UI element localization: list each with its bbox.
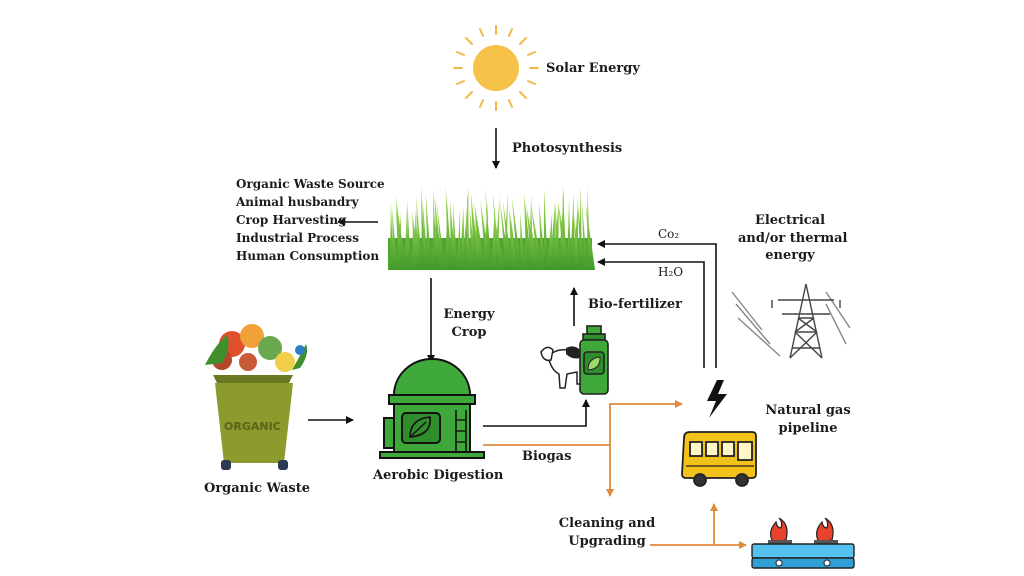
arrow-co2-return — [597, 240, 717, 368]
grass-blade — [528, 212, 539, 270]
grass-blade — [404, 207, 408, 270]
cleaning-line-1: Cleaning and — [558, 516, 656, 531]
biogas-label: Biogas — [522, 449, 572, 464]
organic-waste-label: Organic Waste — [204, 481, 311, 496]
grass-blade — [474, 201, 486, 270]
source-item: Industrial Process — [236, 231, 359, 245]
grass-blade — [452, 201, 458, 270]
grass-blade — [445, 186, 453, 270]
grass-blade — [585, 203, 596, 270]
grass-blade — [576, 194, 586, 270]
bio-fertilizer-label: Bio-fertilizer — [588, 297, 683, 312]
grass-icon — [388, 185, 596, 270]
grass-blade — [510, 210, 518, 270]
grass-blade — [491, 210, 497, 270]
grass-blade — [566, 198, 572, 270]
grass-blade — [511, 196, 522, 270]
natural-gas-line-2: pipeline — [778, 420, 838, 436]
organic-waste-sources-list: Organic Waste Source Animal husbandry Cr… — [236, 175, 385, 265]
grass-blade — [539, 201, 546, 270]
source-item: Human Consumption — [236, 249, 380, 263]
grass-blade — [520, 211, 525, 270]
arrow-biogas-to-energy — [609, 400, 683, 445]
source-item: Organic Waste Source — [236, 177, 385, 191]
grass-blade — [390, 200, 394, 270]
grass-blade — [480, 200, 492, 270]
grass-blade — [392, 207, 398, 270]
grass-blade — [485, 188, 492, 270]
grass-blade — [407, 198, 411, 270]
electrical-line-2: and/or thermal — [738, 230, 848, 246]
grass-blade — [499, 200, 510, 270]
arrow-h2o-return — [597, 258, 705, 368]
photosynthesis-label: Photosynthesis — [512, 141, 623, 156]
h2o-label: H₂O — [658, 265, 684, 279]
grass-blade — [415, 194, 423, 270]
source-item: Animal husbandry — [236, 195, 359, 209]
grass-blade — [493, 212, 505, 270]
gas-stove-icon — [751, 517, 855, 569]
power-tower-icon — [731, 283, 851, 359]
arrow-digester-to-fertilizer — [483, 399, 590, 427]
digester-icon — [379, 358, 485, 459]
bus-icon — [681, 431, 757, 487]
grass-blade — [469, 208, 477, 270]
grass-blade — [526, 204, 538, 270]
cleaning-upgrading-label: Cleaning and Upgrading — [558, 515, 656, 550]
cleaning-line-2: Upgrading — [568, 533, 646, 549]
flow-arrows-black — [308, 128, 717, 427]
grass-blade — [558, 201, 570, 270]
grass-blade — [436, 201, 446, 270]
aerobic-digestion-label: Aerobic Digestion — [373, 468, 504, 483]
grass-blade — [425, 191, 432, 270]
grass-blade — [531, 205, 543, 270]
energy-crop-label: Energy Crop — [440, 306, 498, 341]
grass-blade — [456, 207, 461, 270]
fertilizer-bottle-icon — [579, 325, 609, 395]
grass-blade — [395, 195, 407, 270]
bin-text: ORGANIC — [224, 420, 281, 433]
sun-icon — [453, 25, 539, 111]
grass-blade — [543, 187, 548, 270]
electrical-line-1: Electrical — [754, 213, 826, 228]
co2-label: Co₂ — [658, 227, 680, 241]
solar-energy-label: Solar Energy — [546, 61, 640, 76]
waste-bin-icon — [205, 324, 308, 470]
grass-blade — [502, 200, 513, 270]
grass-blade — [470, 192, 480, 270]
electrical-line-3: energy — [765, 248, 815, 264]
grass-blade — [581, 199, 588, 270]
natural-gas-line-1: Natural gas — [765, 403, 851, 418]
source-item: Crop Harvesting — [236, 213, 347, 227]
flow-arrows-orange — [483, 400, 747, 549]
grass-blade — [573, 213, 581, 270]
natural-gas-pipeline-label: Natural gas pipeline — [760, 402, 856, 437]
lightning-icon — [707, 380, 727, 418]
grass-blade — [555, 202, 561, 270]
cow-icon — [540, 346, 587, 389]
grass-blade — [465, 214, 473, 270]
grass-blade — [569, 192, 575, 270]
energy-crop-line-2: Crop — [451, 324, 487, 340]
energy-crop-line-1: Energy — [443, 307, 495, 322]
grass-blade — [422, 198, 429, 270]
grass-blade — [430, 212, 437, 270]
grass-blade — [549, 200, 556, 270]
electrical-energy-label: Electrical and/or thermal energy — [738, 212, 848, 265]
